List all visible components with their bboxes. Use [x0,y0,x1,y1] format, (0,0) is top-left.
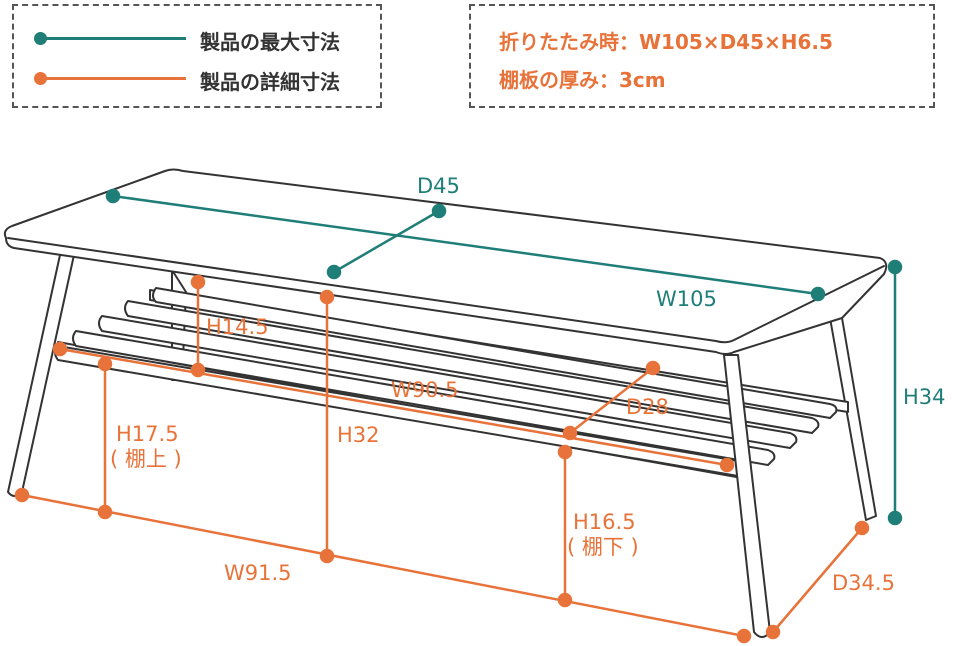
w90-5-label: W90.5 [391,378,459,402]
shelf-slat [98,315,798,449]
d28-start-dot [562,425,578,441]
h32-top-dot [319,289,335,305]
d45-label: D45 [417,174,460,198]
w105-start-dot [105,188,121,204]
shelf-slats [54,287,838,478]
w91-5-line [21,493,745,638]
d34-5-start-dot [765,624,781,640]
tabletop-edge [7,237,885,344]
h17-5-note: ( 棚上 ) [110,447,182,471]
d45-start-dot [326,264,342,280]
d28-line [569,367,654,434]
h34-bottom-dot [887,510,903,526]
shelf-slat [152,287,838,419]
w91-5-start-dot [14,487,30,503]
w105-label: W105 [656,287,717,311]
w91-5-label: W91.5 [224,561,292,585]
legend-max-label: 製品の最大寸法 [200,30,340,54]
h14-5-top-dot [190,274,206,290]
tabletop [3,168,888,355]
legend-detail-dot [34,72,47,85]
h16-5-top-dot [557,444,573,460]
detail-dimension-lines [14,274,870,644]
h32-label: H32 [337,423,380,447]
legend-max-line [40,37,186,40]
d34-5-label: D34.5 [832,571,895,595]
specs-box: 折りたたみ時：W105×D45×H6.5 棚板の厚み：3cm [469,4,935,108]
w90-5-end-dot [719,457,735,473]
legend-box: 製品の最大寸法 製品の詳細寸法 [12,4,382,108]
shelf-slat [124,300,820,434]
w91-5-end-dot [736,628,752,644]
spec-shelf-thickness: 棚板の厚み：3cm [499,68,666,92]
d34-5-line [772,527,863,633]
front-left-leg [7,254,75,497]
legend-max-dot [34,32,47,45]
d28-label: D28 [626,395,669,419]
legend-detail-label: 製品の詳細寸法 [200,70,340,94]
h16-5-note: ( 棚下 ) [567,535,639,559]
w90-5-line [59,347,728,467]
h34-label: H34 [903,385,946,409]
w105-end-dot [810,286,826,302]
w105-line [112,194,819,296]
shelf-slat [72,330,776,466]
h16-5-label: H16.5 [573,510,636,534]
d45-line [333,209,440,274]
legend-detail-line [40,77,186,80]
d34-5-end-dot [854,520,870,536]
h17-5-label: H17.5 [116,422,179,446]
d28-end-dot [645,360,661,376]
h17-5-top-dot [97,356,113,372]
back-right-leg [829,317,877,521]
d45-end-dot [431,203,447,219]
table-drawing [3,168,888,638]
h34-top-dot [887,259,903,275]
spec-folded: 折りたたみ時：W105×D45×H6.5 [499,30,833,54]
w90-5-start-dot [52,341,68,357]
max-dimension-lines [105,188,903,526]
h14-5-label: H14.5 [206,315,269,339]
